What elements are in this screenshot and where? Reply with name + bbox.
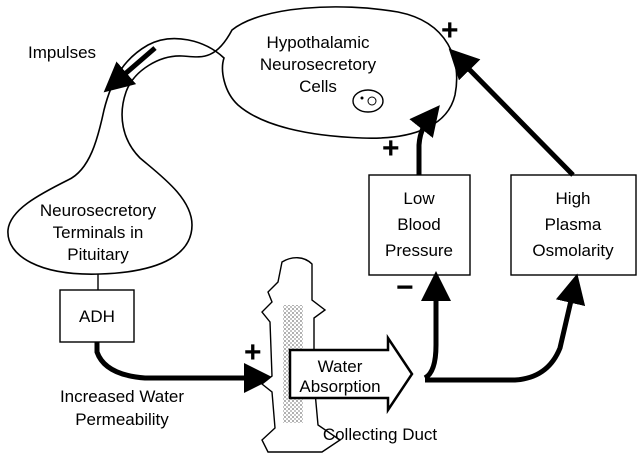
adh-to-duct-arrow bbox=[97, 342, 255, 378]
osmolarity-label-line3: Osmolarity bbox=[532, 241, 614, 260]
absorption-to-low-bp-arrow bbox=[425, 290, 436, 378]
permeability-label-line1: Increased Water bbox=[60, 387, 184, 406]
osmolarity-label-line2: Plasma bbox=[545, 215, 602, 234]
absorption-to-osmolarity-arrow bbox=[425, 292, 573, 380]
absorption-label-line1: Water bbox=[318, 357, 363, 376]
impulses-label: Impulses bbox=[28, 43, 96, 62]
terminals-label-line1: Neurosecretory bbox=[40, 201, 157, 220]
cell-label-line1: Hypothalamic bbox=[267, 33, 370, 52]
absorption-label-line2: Absorption bbox=[299, 377, 380, 396]
low-bp-label-line2: Blood bbox=[397, 215, 440, 234]
cell-label-line2: Neurosecretory bbox=[260, 55, 377, 74]
adh-label: ADH bbox=[79, 307, 115, 326]
permeability-label-line2: Permeability bbox=[75, 410, 169, 429]
terminals-label-line2: Terminals in bbox=[53, 223, 144, 242]
cell-label-line3: Cells bbox=[299, 77, 337, 96]
osmolarity-plus-sign: + bbox=[441, 14, 459, 47]
low-bp-minus-sign: − bbox=[396, 271, 414, 304]
low-bp-plus-sign: + bbox=[382, 132, 400, 165]
low-bp-label-line3: Pressure bbox=[385, 241, 453, 260]
nucleus-dot bbox=[361, 97, 364, 100]
osmolarity-label-line1: High bbox=[556, 189, 591, 208]
terminals-label-line3: Pituitary bbox=[67, 245, 129, 264]
duct-plus-sign: + bbox=[244, 336, 262, 369]
osmolarity-to-cell-arrow bbox=[462, 62, 573, 175]
low-bp-label-line1: Low bbox=[403, 189, 435, 208]
collecting-duct-label: Collecting Duct bbox=[323, 425, 438, 444]
